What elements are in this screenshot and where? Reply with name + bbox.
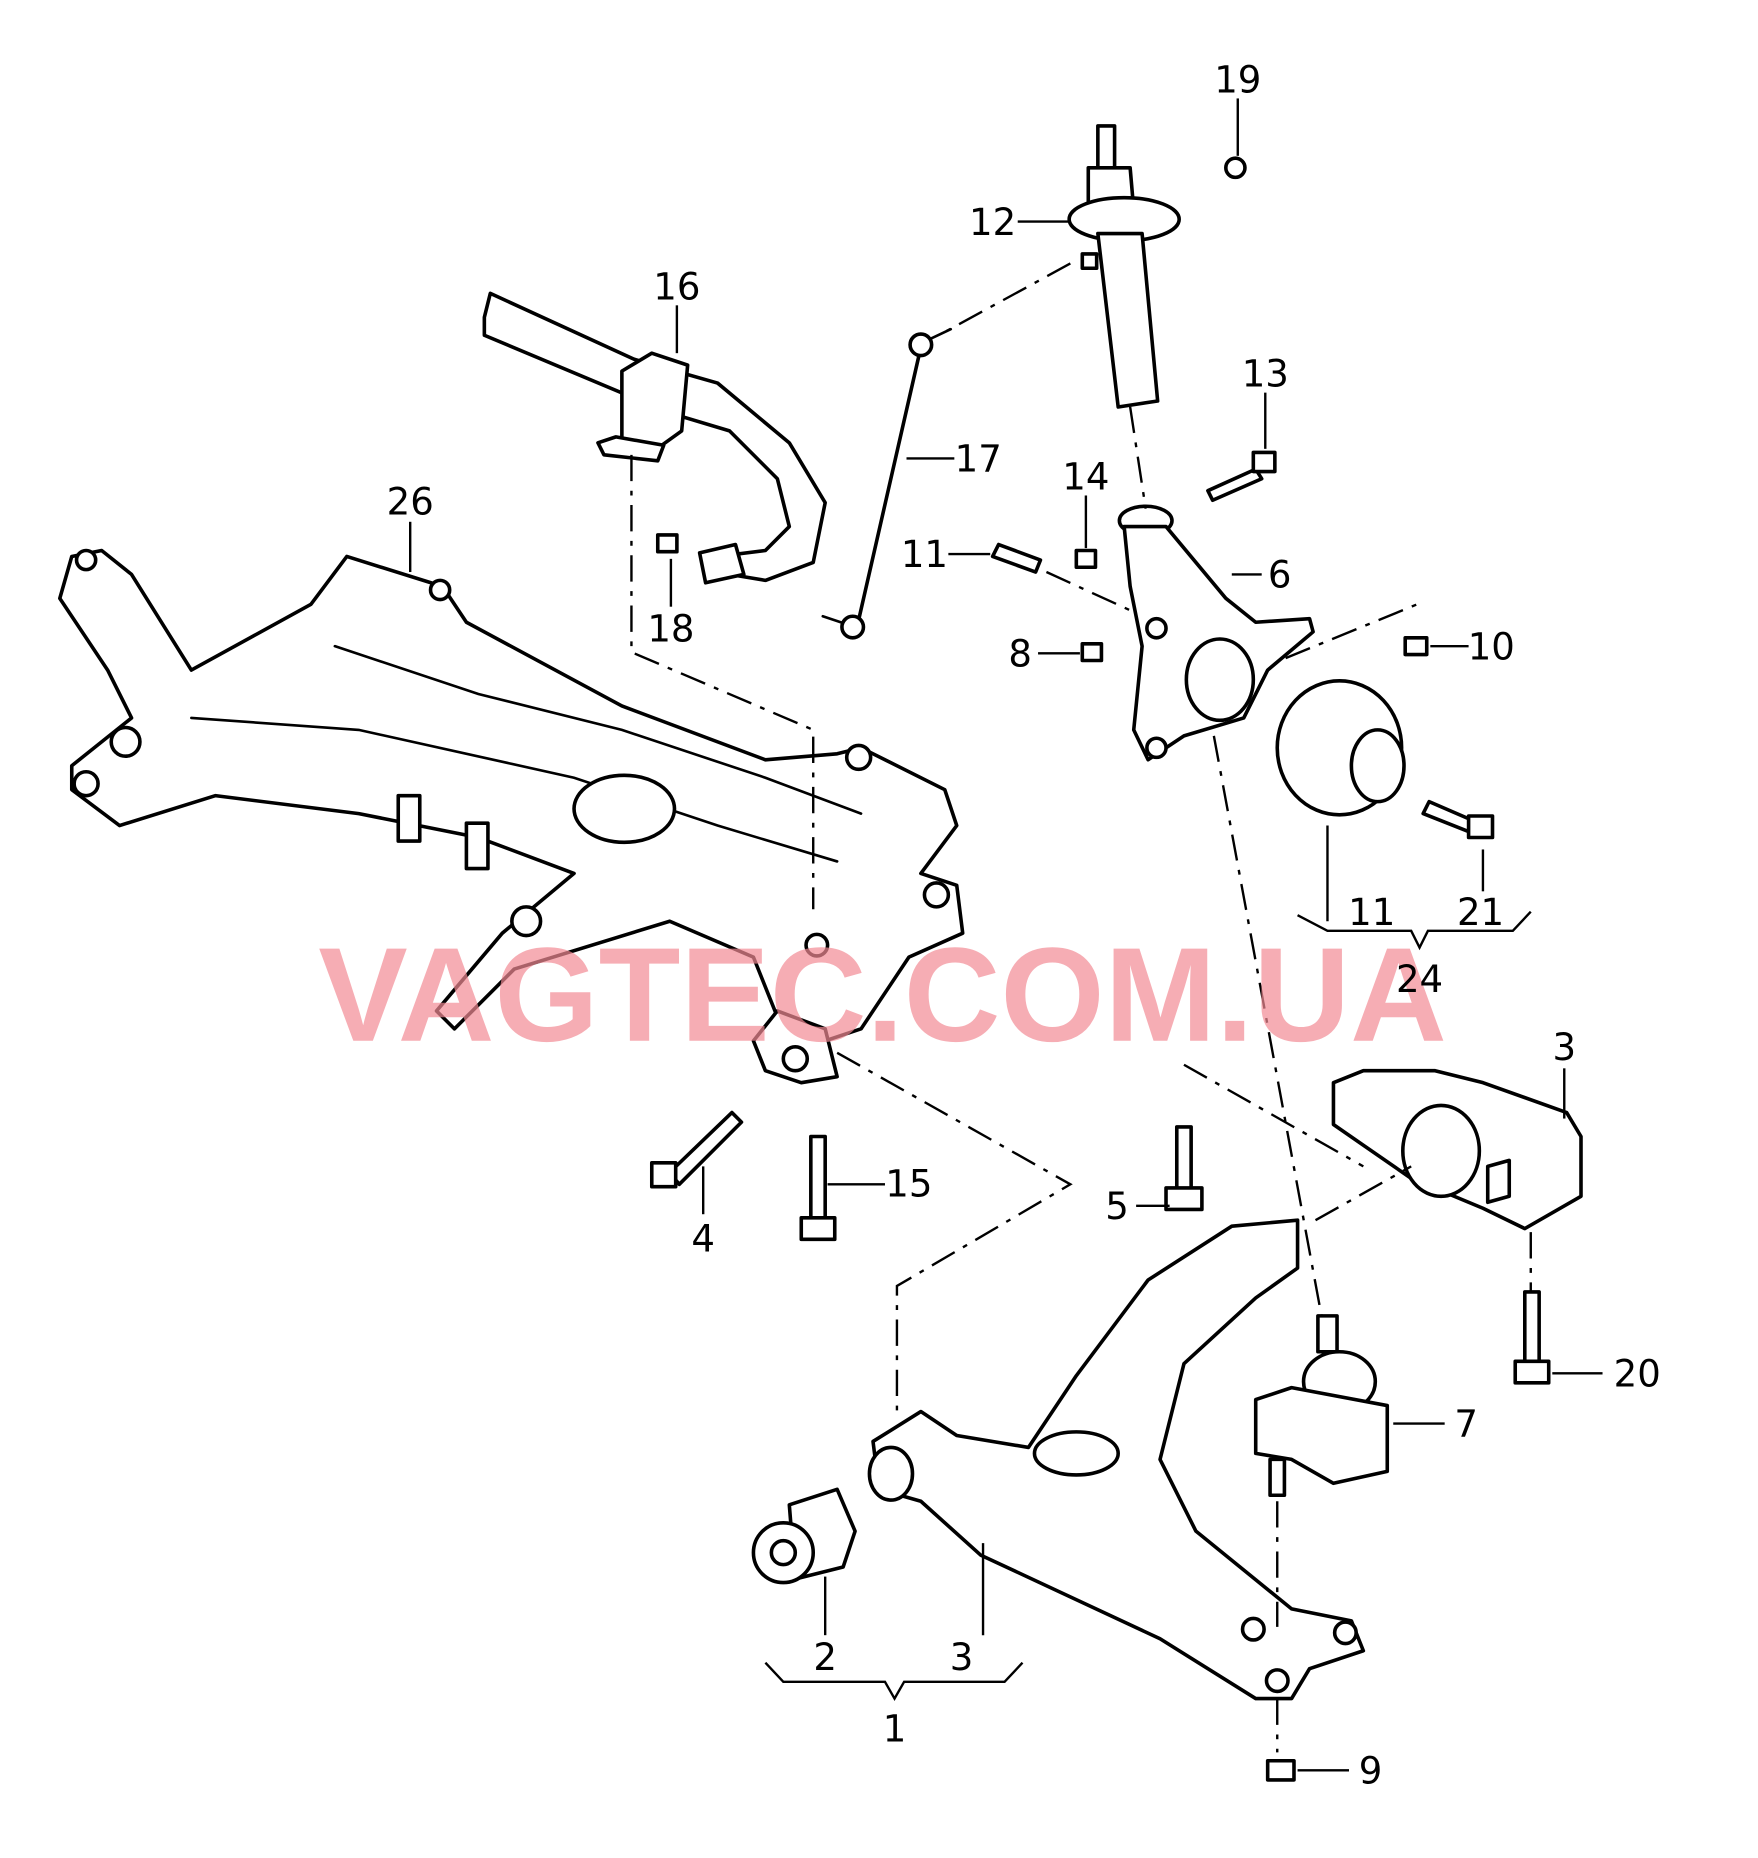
stabilizer-bar-16 [482,291,827,585]
callout-8: 8 [1008,632,1032,675]
coupling-rod-17 [821,327,953,640]
nut-18 [655,533,679,554]
callout-7: 7 [1454,1403,1478,1446]
callout-3-wishbone: 3 [950,1636,974,1679]
bolt-13-head [1251,450,1277,474]
ball-joint-7 [1253,1314,1390,1498]
bushing-2 [751,1487,857,1585]
callout-4: 4 [691,1217,715,1260]
leader-lines [409,98,1603,1772]
bolt-21-head [1466,814,1495,840]
callout-16: 16 [653,265,700,308]
wheel-hub-24 [1275,679,1406,817]
mount-bracket [751,1009,839,1085]
callout-1: 1 [883,1708,907,1751]
bolt-20 [1523,1290,1541,1364]
nut-8 [1080,641,1104,663]
callout-21: 21 [1457,891,1504,934]
bolt-21 [1421,799,1476,834]
callout-11-hub: 11 [1348,891,1395,934]
nut-9 [1265,1758,1296,1782]
callout-18: 18 [647,607,694,650]
bolt-4-head [649,1161,678,1189]
strut-12 [1067,124,1181,409]
callout-17: 17 [955,438,1002,481]
callout-13: 13 [1242,353,1289,396]
callout-24: 24 [1396,958,1443,1001]
callout-14: 14 [1062,456,1109,499]
bushing-3 [1331,1068,1583,1231]
bolt-11 [990,542,1043,574]
nut-19 [1224,156,1247,180]
wishbone-3 [867,1218,1366,1701]
callout-11-bolt: 11 [901,533,948,576]
callout-6: 6 [1268,554,1292,597]
callout-9: 9 [1359,1749,1383,1792]
callout-3-bushing: 3 [1552,1026,1576,1069]
bolt-15 [809,1134,827,1222]
bolt-5 [1174,1125,1193,1191]
bolt-20-head [1513,1359,1551,1385]
callout-19: 19 [1214,58,1261,101]
bolt-5-head [1164,1186,1204,1212]
bolt-4 [667,1110,744,1187]
bolt-13 [1206,467,1264,503]
callouts: 19 12 16 17 13 14 11 6 26 18 8 10 11 21 … [387,58,1661,1792]
watermark: VAGTEC.COM.UA [318,921,1447,1070]
wheel-bearing-housing-6 [1117,504,1315,762]
callout-2: 2 [813,1636,837,1679]
callout-15: 15 [885,1162,932,1205]
callout-20: 20 [1614,1352,1661,1395]
nut-14 [1074,548,1098,570]
callout-26: 26 [387,481,434,524]
bolt-15-head [799,1216,837,1242]
nut-10 [1403,635,1429,657]
subframe-26 [58,548,965,1043]
callout-10: 10 [1468,625,1515,668]
callout-12: 12 [969,201,1016,244]
assembly-lines [630,262,1532,1753]
callout-5: 5 [1105,1185,1129,1228]
